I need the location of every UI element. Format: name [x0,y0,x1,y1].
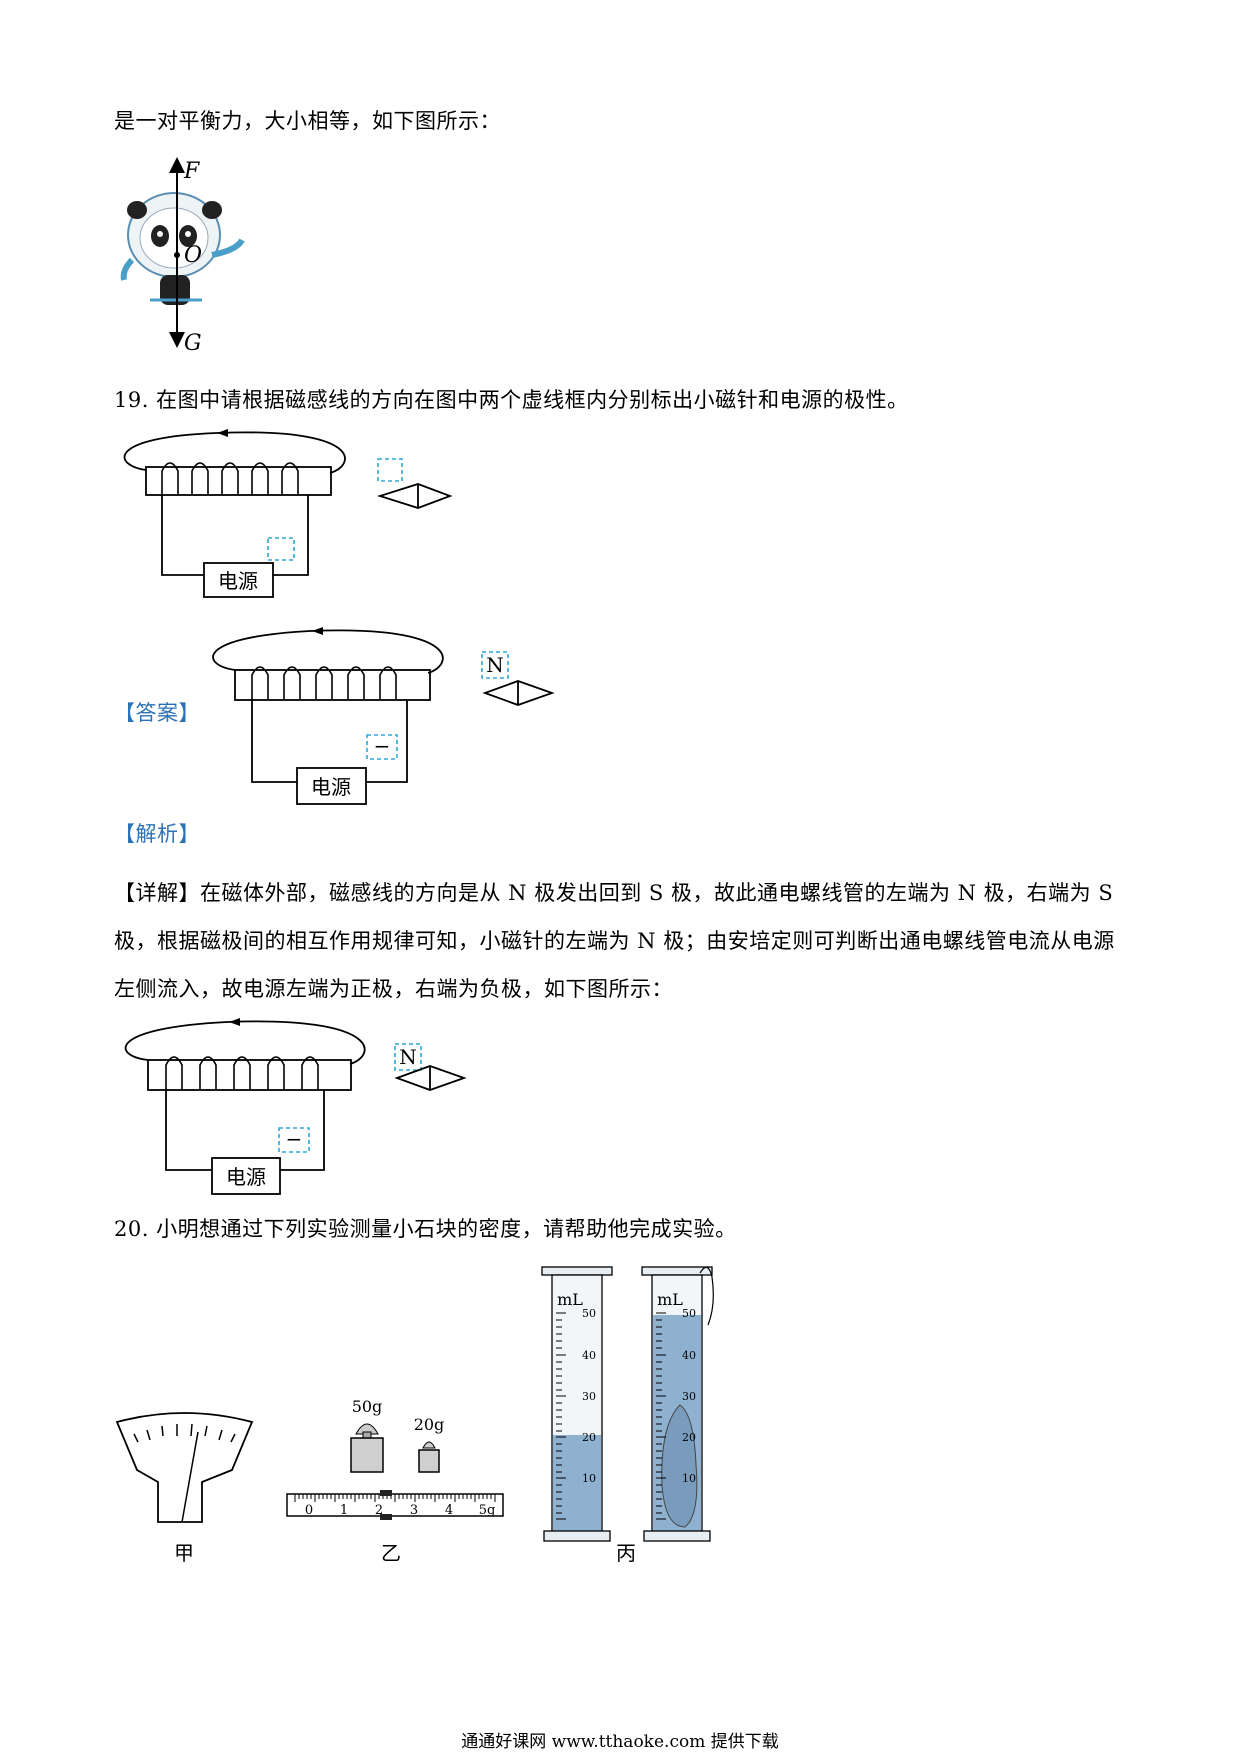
weights-ruler-figure: 50g 20g 0 1 2 3 4 5g 乙 [286,1397,504,1565]
tick-3: 3 [410,1503,418,1518]
force-f-label: F [183,159,200,184]
panda-force-figure: F O G [120,157,245,356]
label-bing: 丙 [616,1541,636,1565]
footer: 通通好课网 www.tthaoke.com 提供下载 [461,1732,779,1752]
answer-needle-pole: N [486,653,504,677]
tick-4: 4 [445,1503,453,1518]
solenoid-figure-answer: 电源 − N [212,627,555,805]
c1-mark-40: 40 [582,1349,596,1362]
c2-mark-20: 20 [682,1431,696,1444]
detail-line-1: 【详解】在磁体外部，磁感线的方向是从 N 极发出回到 S 极，故此通电螺线管的左… [114,877,1113,907]
detail-line-2: 极，根据磁极间的相互作用规律可知，小磁针的左端为 N 极；由安培定则可判断出通电… [114,929,1115,953]
cylinders-figure: mL 50 40 30 20 10 mL 50 40 30 20 10 丙 [541,1266,714,1565]
cylinder2-unit: mL [657,1290,683,1309]
c2-mark-50: 50 [682,1307,696,1320]
detail-power-pole: − [286,1127,303,1151]
detail-needle-pole: N [399,1045,417,1069]
weight-50g-label: 50g [352,1397,383,1416]
tick-1: 1 [340,1503,348,1518]
analysis-tag: 【解析】 [114,822,200,846]
tick-2: 2 [375,1503,383,1518]
text-line: 是一对平衡力，大小相等，如下图所示： [114,109,501,133]
label-jia: 甲 [174,1541,194,1565]
detail-power-label: 电源 [226,1165,266,1189]
c2-mark-10: 10 [682,1472,696,1485]
detail-tag: 【详解】 [114,881,200,905]
tick-5g: 5g [479,1503,496,1518]
center-o-label: O [184,243,202,268]
c1-mark-50: 50 [582,1307,596,1320]
force-g-label: G [184,331,202,356]
answer-power-label: 电源 [311,775,351,799]
detail-line-3: 左侧流入，故电源左端为正极，右端为负极，如下图所示： [114,977,673,1001]
c2-mark-40: 40 [682,1349,696,1362]
solenoid-figure-detail: 电源 − N [124,1018,467,1195]
answer-tag: 【答案】 [114,701,200,725]
c1-mark-20: 20 [582,1431,596,1444]
cylinder1-unit: mL [557,1290,583,1309]
label-yi: 乙 [381,1541,401,1565]
balance-pointer-figure: 甲 [115,1412,254,1565]
tick-0: 0 [305,1503,313,1518]
question-19: 19. 在图中请根据磁感线的方向在图中两个虚线框内分别标出小磁针和电源的极性。 [114,388,909,412]
c2-mark-30: 30 [682,1390,696,1403]
solenoid-figure-question: 电源 [123,429,453,598]
power-label: 电源 [218,569,258,593]
weight-20g-label: 20g [414,1415,445,1434]
answer-power-pole: − [374,734,391,758]
question-20: 20. 小明想通过下列实验测量小石块的密度，请帮助他完成实验。 [114,1217,737,1241]
c1-mark-10: 10 [582,1472,596,1485]
detail-text-1: 在磁体外部，磁感线的方向是从 N 极发出回到 S 极，故此通电螺线管的左端为 N… [200,881,1114,905]
c1-mark-30: 30 [582,1390,596,1403]
